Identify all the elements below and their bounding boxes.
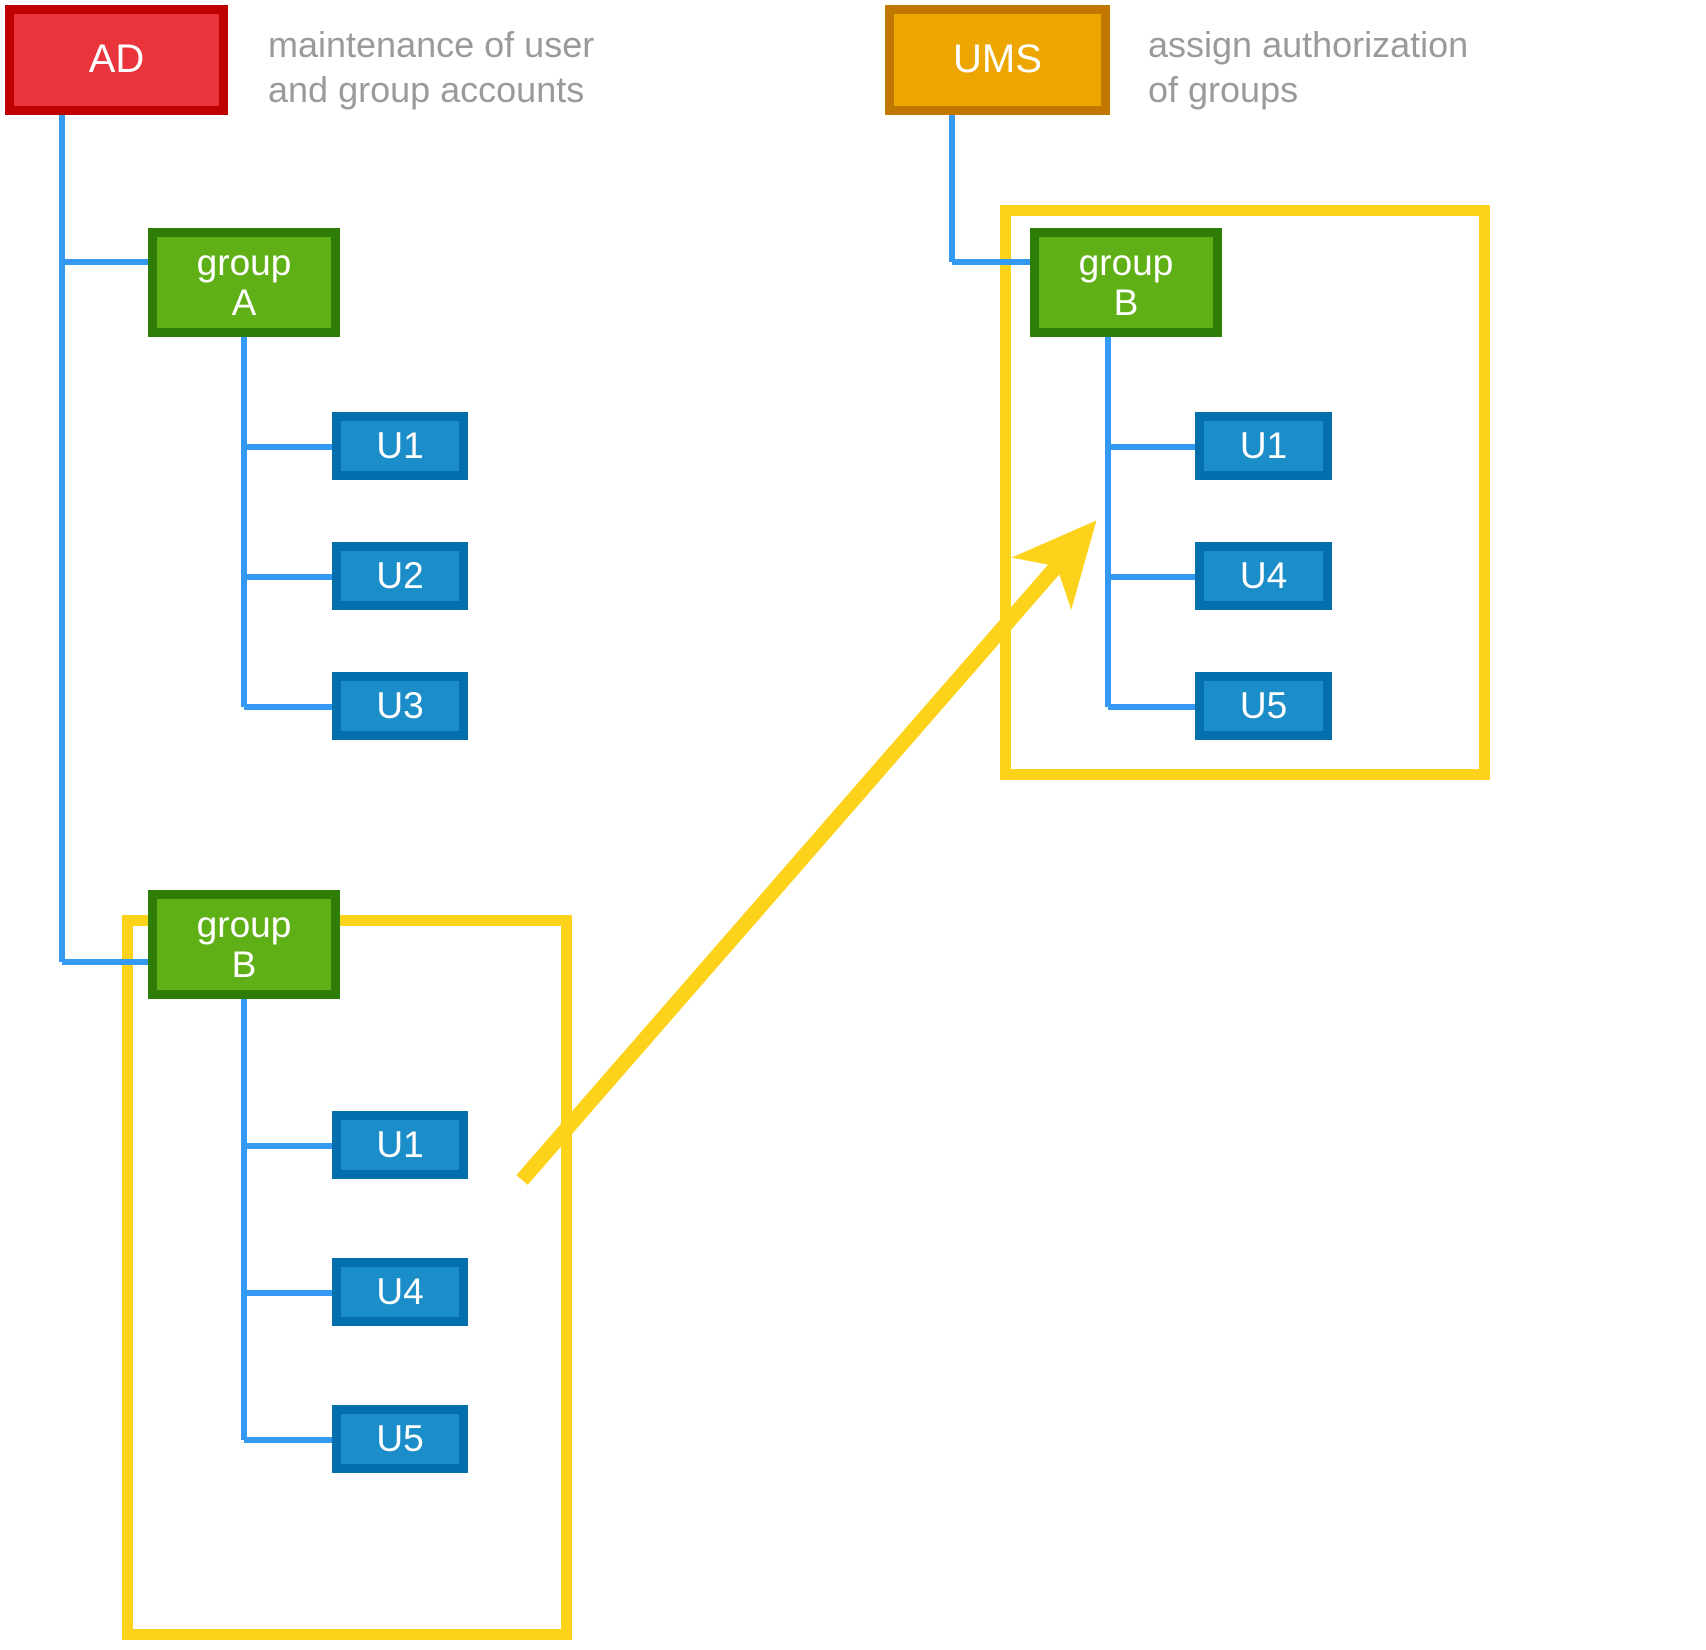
node-group-a-member-u3[interactable]: U3	[332, 672, 468, 740]
node-group-b-left-member-u1[interactable]: U1	[332, 1111, 468, 1179]
highlight-box-right-group-b	[1000, 205, 1490, 780]
node-group-b-left-member-u4[interactable]: U4	[332, 1258, 468, 1326]
node-group-b-right-member-u5[interactable]: U5	[1195, 672, 1332, 740]
node-group-a-member-u1[interactable]: U1	[332, 412, 468, 480]
node-group-b-right-member-u1[interactable]: U1	[1195, 412, 1332, 480]
node-group-a-member-u2[interactable]: U2	[332, 542, 468, 610]
node-ums[interactable]: UMS	[885, 5, 1110, 115]
node-group-b-right[interactable]: group B	[1030, 228, 1222, 337]
caption-ad: maintenance of user and group accounts	[268, 24, 595, 110]
node-group-b-right-member-u4[interactable]: U4	[1195, 542, 1332, 610]
caption-ums: assign authorization of groups	[1148, 24, 1469, 110]
node-group-b-left[interactable]: group B	[148, 890, 340, 999]
highlight-box-left-group-b	[122, 915, 572, 1640]
sync-arrow-line	[516, 520, 1097, 1185]
node-ad[interactable]: AD	[5, 5, 228, 115]
node-group-b-left-member-u5[interactable]: U5	[332, 1405, 468, 1473]
node-group-a[interactable]: group A	[148, 228, 340, 337]
